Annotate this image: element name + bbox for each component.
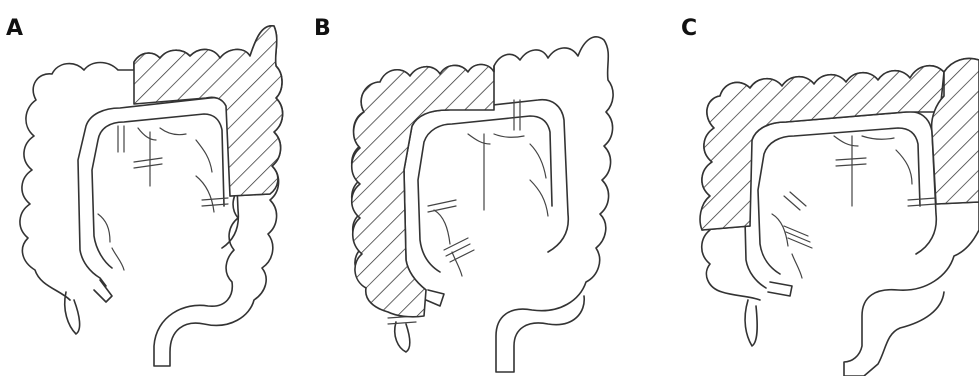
resected-segment-c-left (700, 66, 944, 230)
appendix-b (395, 322, 410, 352)
terminal-ileum-b (426, 290, 444, 306)
inner-arc-b (418, 116, 552, 272)
resected-segment-a (134, 26, 283, 196)
terminal-ileum-c (768, 282, 792, 296)
vessels-a (98, 128, 214, 270)
resected-segment-b (352, 65, 494, 317)
panel-b-diagram (352, 37, 613, 372)
vessels-b (434, 134, 548, 276)
ligatures-a (118, 126, 228, 206)
vessels-c (772, 136, 912, 278)
inner-arc-a (92, 114, 224, 268)
appendix-c (745, 300, 757, 346)
panel-a-diagram (20, 26, 283, 366)
ligatures-c (784, 158, 936, 248)
panel-c-diagram (700, 59, 979, 376)
terminal-ileum-a (94, 280, 112, 302)
ligatures-b (428, 100, 520, 262)
